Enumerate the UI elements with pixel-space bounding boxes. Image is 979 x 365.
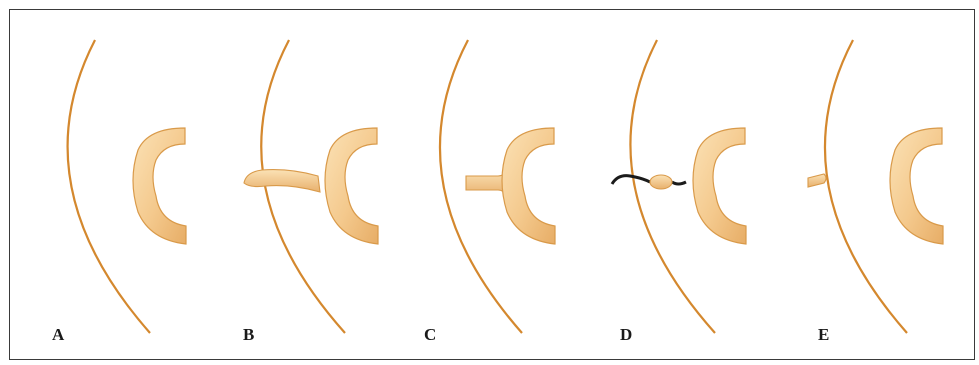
panel-e: [808, 40, 943, 333]
panel-label-a: A: [52, 325, 64, 345]
connecting-duct: [244, 170, 320, 192]
panel-d: [612, 40, 746, 333]
cyst-nodule: [650, 175, 672, 189]
crescent-shape: [133, 128, 186, 244]
crescent-shape: [890, 128, 943, 244]
fibrous-cord: [672, 182, 686, 184]
panel-label-d: D: [620, 325, 632, 345]
panel-label-c: C: [424, 325, 436, 345]
panel-c: [440, 40, 555, 333]
crescent-shape: [325, 128, 378, 244]
panel-b: [244, 40, 378, 333]
crescent-shape: [693, 128, 746, 244]
crescent-shape: [502, 128, 555, 244]
fibrous-cord: [612, 176, 650, 184]
panel-a: [68, 40, 186, 333]
panel-label-b: B: [243, 325, 254, 345]
outer-remnant: [808, 174, 826, 187]
panel-label-e: E: [818, 325, 829, 345]
